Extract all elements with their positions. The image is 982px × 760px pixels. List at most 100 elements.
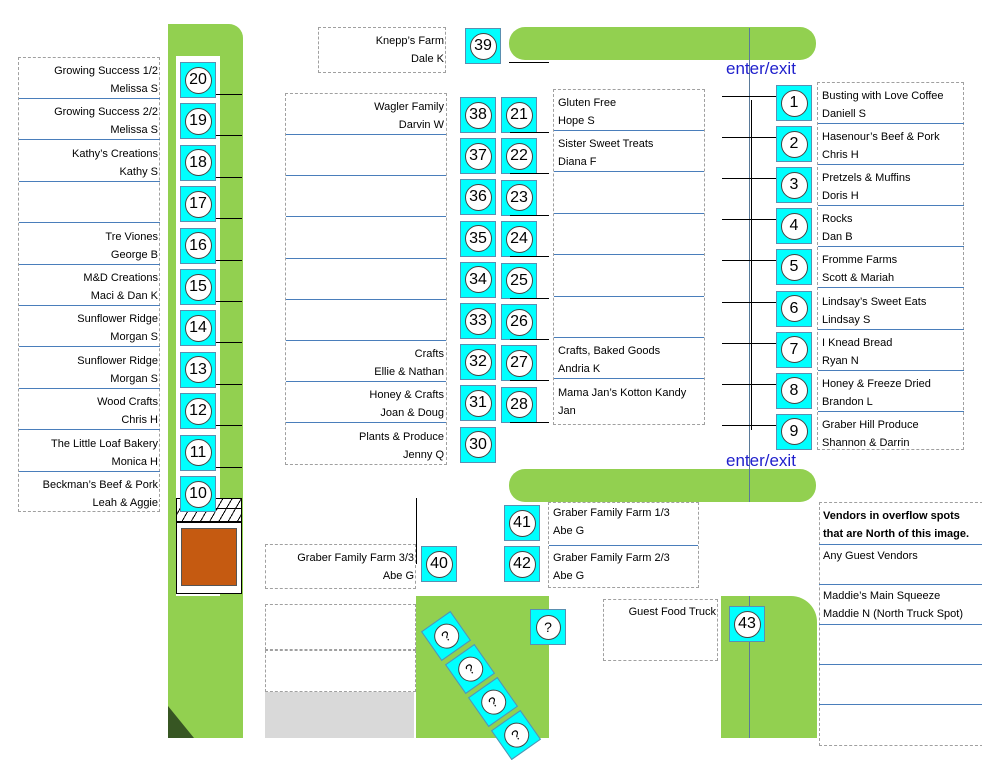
booth-number: 16	[184, 232, 212, 260]
booth-number: 19	[184, 107, 212, 135]
empty-lower-box-2	[265, 650, 416, 692]
right-aisle-line	[749, 28, 750, 502]
booth-square[interactable]: 32	[460, 344, 496, 381]
booth-square[interactable]: 13	[180, 351, 216, 388]
booth-square[interactable]: 24	[501, 221, 537, 258]
vendor-person: Shannon & Darrin	[822, 436, 910, 449]
booth-square[interactable]: 41	[504, 505, 540, 541]
booth-square[interactable]: 34	[460, 261, 496, 298]
booth-square[interactable]: 1	[776, 85, 812, 121]
booth-divider-line	[510, 297, 549, 299]
vendor-name: Knepp’s Farm	[375, 35, 444, 47]
vendor-name: Tre Viones	[105, 230, 158, 243]
booth-square[interactable]: 35	[460, 220, 496, 257]
overflow-heading: Vendors in overflow spots that are North…	[823, 510, 970, 540]
booth-square[interactable]: 7	[776, 331, 812, 368]
booth-number: 8	[780, 377, 808, 405]
overflow-line-1: Any Guest Vendors	[823, 550, 918, 562]
vendor-person: Morgan S	[110, 372, 158, 385]
booth-number: 26	[505, 308, 533, 336]
booth-divider-line	[510, 380, 549, 382]
booth-number: 27	[505, 349, 533, 377]
booth-square[interactable]: 25	[501, 262, 537, 299]
vendor-person: Ellie & Nathan	[374, 366, 444, 379]
booth-square[interactable]: 17	[180, 186, 216, 223]
booth-divider-line	[722, 96, 776, 97]
booth-number: 18	[184, 149, 212, 177]
booth-square[interactable]: 43	[729, 606, 765, 642]
booth-number: 33	[464, 307, 492, 335]
booth-square[interactable]: 30	[460, 426, 496, 463]
vendor-person: Abe G	[382, 570, 414, 582]
booth-square[interactable]: 2	[776, 126, 812, 163]
booth-square[interactable]: 12	[180, 393, 216, 430]
vendor-name: Wood Crafts	[97, 396, 158, 409]
booth-number: 21	[505, 101, 533, 129]
booth-square[interactable]: 21	[501, 97, 537, 133]
booth-number: 24	[505, 225, 533, 253]
booth-square[interactable]: 16	[180, 227, 216, 264]
vendor-name: Growing Success 1/2	[54, 65, 158, 77]
booth-square[interactable]: 40	[421, 546, 457, 582]
booth-square[interactable]: 22	[501, 138, 537, 175]
booth-number: 28	[505, 391, 533, 419]
booth-square[interactable]: 37	[460, 138, 496, 175]
booth-number: ?	[498, 717, 534, 753]
vendor-row	[19, 182, 160, 224]
booth-divider-line	[510, 173, 549, 175]
booth-square[interactable]: 9	[776, 413, 812, 450]
booth-square[interactable]: 31	[460, 385, 496, 422]
booth-square[interactable]: 10	[180, 476, 216, 512]
booth-divider-line	[722, 219, 776, 221]
booth-square[interactable]: 28	[501, 386, 537, 423]
vendor-name: Graber Family Farm 2/3	[553, 552, 670, 564]
booth-square[interactable]: 3	[776, 167, 812, 204]
vendor-person: Daniell S	[822, 108, 867, 120]
booth-square[interactable]: 11	[180, 434, 216, 471]
booth-square[interactable]: 20	[180, 62, 216, 98]
booth-divider-line	[510, 421, 549, 423]
booth-number: 10	[184, 480, 212, 508]
booth-square[interactable]: 4	[776, 208, 812, 245]
booth-number: 7	[780, 336, 808, 364]
vendor-row	[286, 259, 446, 300]
booth-square[interactable]: 36	[460, 179, 496, 216]
booth-square[interactable]: 33	[460, 303, 496, 339]
booth-square[interactable]: 26	[501, 304, 537, 340]
booth-number: ?	[428, 618, 464, 654]
booth-square[interactable]: 42	[504, 546, 540, 582]
vendor-name: Lindsay’s Sweet Eats	[822, 295, 927, 308]
booth-number: 6	[780, 295, 808, 322]
booth-square[interactable]: 27	[501, 345, 537, 382]
booth-square[interactable]: 6	[776, 290, 812, 327]
booth-square[interactable]: 23	[501, 179, 537, 216]
vendor-person: Abe G	[553, 525, 585, 537]
booth-square[interactable]: 8	[776, 372, 812, 409]
booth-square[interactable]: 18	[180, 144, 216, 181]
booth-square[interactable]: 19	[180, 103, 216, 140]
vendor-person: Scott & Mariah	[822, 272, 895, 285]
booth-square[interactable]: 5	[776, 249, 812, 286]
booth-number: 5	[780, 253, 808, 281]
booth-square[interactable]: 38	[460, 97, 496, 133]
booth-square[interactable]: 39	[465, 28, 501, 64]
question-booths-group: ? ? ? ? ?	[420, 604, 580, 760]
booth-number: ?	[475, 684, 511, 720]
vendor-row	[554, 256, 704, 297]
vendor-person: Kathy S	[119, 165, 158, 178]
bottom-grass-bar	[509, 469, 816, 502]
booth-number: 31	[464, 389, 492, 417]
booth-square[interactable]: 15	[180, 269, 216, 305]
booth-square[interactable]: 14	[180, 310, 216, 347]
vendor-41-box	[548, 502, 699, 588]
question-booth[interactable]: ?	[530, 609, 566, 645]
